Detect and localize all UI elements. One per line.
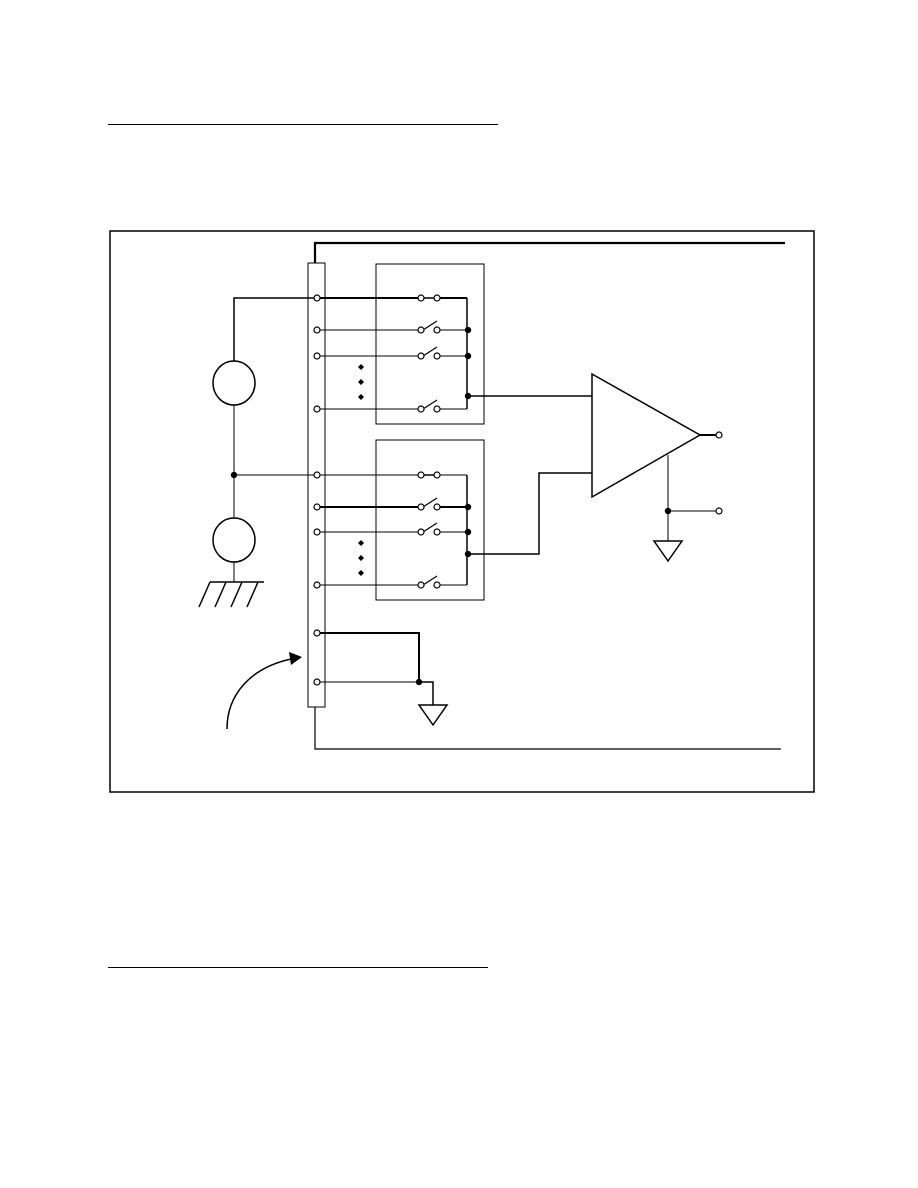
terminal bbox=[313, 326, 321, 334]
connector-block bbox=[307, 262, 326, 708]
terminal bbox=[313, 471, 321, 479]
section-rule-bottom bbox=[108, 967, 488, 968]
ground-wiring bbox=[317, 632, 434, 705]
connector-terminals bbox=[313, 294, 321, 686]
output-terminal bbox=[715, 431, 723, 439]
output-terminals bbox=[715, 431, 723, 515]
terminal bbox=[313, 294, 321, 302]
mux-bank-2 bbox=[375, 439, 485, 601]
switch-contacts bbox=[417, 294, 441, 589]
ellipsis-dots bbox=[358, 364, 364, 576]
terminal bbox=[313, 503, 321, 511]
terminal bbox=[313, 528, 321, 536]
terminal bbox=[313, 352, 321, 360]
figure-frame bbox=[109, 230, 815, 793]
signal-source-1 bbox=[212, 360, 256, 406]
amplifier-wiring bbox=[468, 395, 716, 555]
terminal bbox=[313, 405, 321, 413]
mux-bank-1 bbox=[375, 263, 485, 425]
terminal bbox=[313, 678, 321, 686]
section-rule-top bbox=[108, 124, 498, 125]
signal-source-2 bbox=[212, 517, 256, 563]
terminal bbox=[313, 581, 321, 589]
output-terminal bbox=[715, 507, 723, 515]
mux-bank-1-wiring bbox=[317, 297, 468, 410]
signal-sources bbox=[212, 297, 317, 582]
ground-symbol-2 bbox=[652, 540, 684, 563]
pointer-arrow-icon bbox=[226, 652, 302, 730]
terminal bbox=[313, 629, 321, 637]
device-boundary bbox=[313, 241, 785, 750]
amplifier bbox=[591, 372, 702, 499]
mux-bank-2-wiring bbox=[317, 474, 468, 586]
ground-symbol-1 bbox=[417, 704, 449, 727]
earth-ground-symbol bbox=[198, 581, 264, 608]
